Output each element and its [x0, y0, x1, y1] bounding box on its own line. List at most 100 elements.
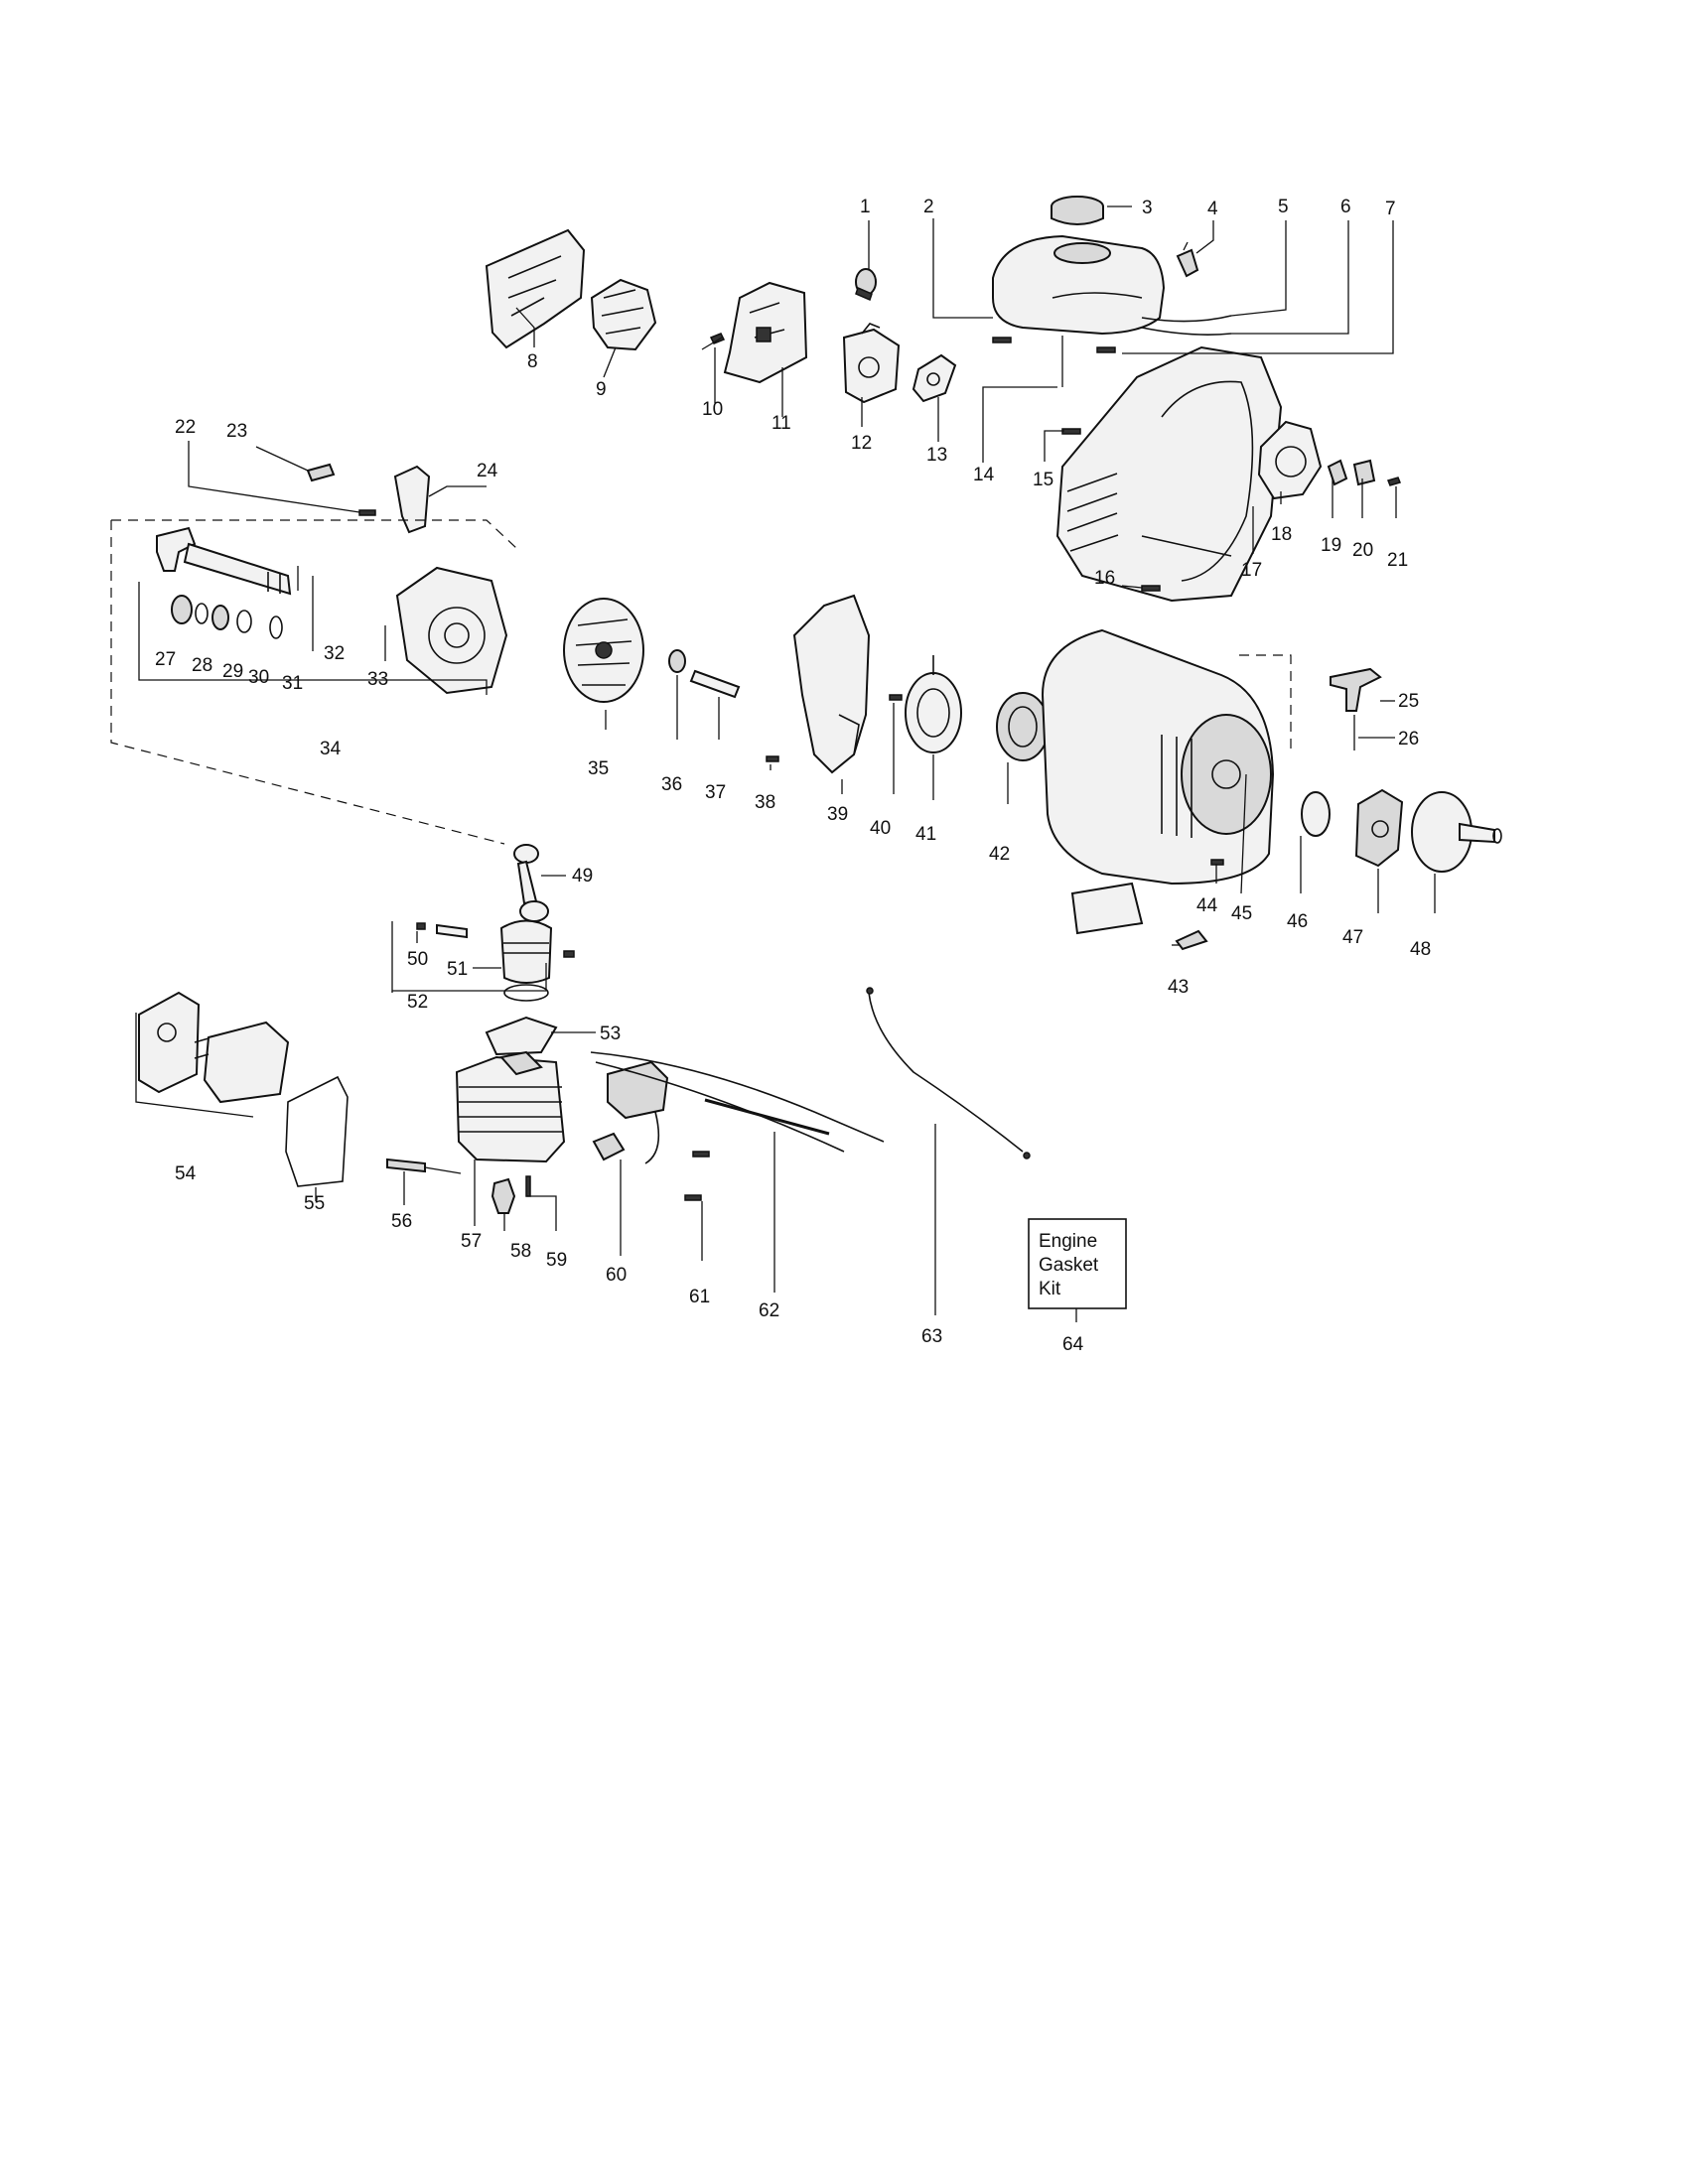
carburetor-shape — [842, 323, 901, 404]
label-part-39: 39 — [827, 804, 848, 825]
screw-shape — [992, 337, 1012, 343]
label-part-13: 13 — [926, 445, 947, 466]
crankcase-shape — [395, 566, 508, 695]
engine-housing-shape — [1055, 345, 1283, 603]
label-part-29: 29 — [222, 661, 243, 682]
label-part-5: 5 — [1278, 197, 1289, 217]
screw-shape — [766, 755, 779, 762]
label-part-46: 46 — [1287, 911, 1308, 932]
label-part-45: 45 — [1231, 903, 1252, 924]
recoil-spring-shape — [996, 692, 1050, 761]
label-part-2: 2 — [923, 197, 934, 217]
label-part-6: 6 — [1340, 197, 1351, 217]
label-part-7: 7 — [1385, 199, 1396, 219]
label-part-20: 20 — [1352, 540, 1373, 561]
screw-shape — [684, 1194, 702, 1201]
piston-ring-shape — [503, 984, 549, 1002]
housing-gasket-shape — [1257, 420, 1323, 500]
label-part-37: 37 — [705, 782, 726, 803]
label-part-57: 57 — [461, 1231, 482, 1252]
gasket-kit-line3: Kit — [1039, 1279, 1061, 1299]
shaft-pin-shape — [689, 669, 741, 699]
screw-shape — [1141, 585, 1161, 592]
filter-element-shape — [590, 278, 657, 351]
clip-shape — [563, 950, 575, 958]
label-part-8: 8 — [527, 351, 538, 372]
plate-shape — [1352, 459, 1376, 486]
label-part-51: 51 — [447, 959, 468, 980]
washer-shape — [668, 649, 686, 673]
label-part-10: 10 — [702, 399, 723, 420]
screw-shape — [701, 333, 726, 350]
label-part-34: 34 — [320, 739, 342, 759]
label-part-55: 55 — [304, 1193, 325, 1214]
gasket-kit-line2: Gasket — [1039, 1255, 1099, 1276]
clutch-drum-shape — [1411, 791, 1502, 873]
fuel-filter-shape — [1176, 241, 1199, 278]
bracket-shape — [393, 465, 431, 534]
air-box-shape — [138, 991, 290, 1104]
label-part-24: 24 — [477, 461, 498, 481]
pin-bearing-shape — [436, 923, 468, 939]
label-part-33: 33 — [367, 669, 388, 690]
cable-end-shape — [1023, 1152, 1031, 1160]
label-part-38: 38 — [755, 792, 775, 813]
wire-harness-shape — [704, 1098, 830, 1136]
label-part-36: 36 — [661, 774, 682, 795]
screw-shape — [525, 1175, 531, 1197]
label-part-53: 53 — [600, 1024, 621, 1044]
label-part-27: 27 — [155, 649, 176, 670]
label-part-52: 52 — [407, 992, 428, 1013]
label-part-9: 9 — [596, 379, 607, 400]
washer-shape — [1301, 791, 1331, 837]
label-part-23: 23 — [226, 421, 247, 442]
ignition-coil-shape — [592, 1060, 669, 1164]
label-part-43: 43 — [1168, 977, 1189, 998]
engine-gasket-kit-box: Engine Gasket Kit — [1028, 1218, 1127, 1309]
fuel-line-shape — [1141, 315, 1232, 323]
starter-pulley-shape — [905, 655, 962, 753]
label-part-18: 18 — [1271, 524, 1292, 545]
throttle-cable-shape — [868, 992, 1024, 1153]
fuel-line-shape — [1141, 327, 1232, 336]
label-part-56: 56 — [391, 1211, 412, 1232]
bearing-shape — [171, 595, 193, 624]
label-part-44: 44 — [1196, 895, 1218, 916]
label-part-17: 17 — [1241, 560, 1262, 581]
label-part-1: 1 — [860, 197, 871, 217]
part-labels: 1 2 3 4 5 6 7 8 9 10 11 12 13 14 15 16 1… — [155, 197, 1431, 1355]
label-part-25: 25 — [1398, 691, 1419, 712]
label-part-60: 60 — [606, 1265, 627, 1286]
clip-shape — [416, 922, 426, 930]
piston-shape — [499, 919, 553, 984]
airbox-gasket-shape — [285, 1075, 349, 1187]
wire-harness-shape — [595, 1061, 845, 1153]
label-part-30: 30 — [248, 667, 269, 688]
label-part-54: 54 — [175, 1163, 197, 1184]
label-part-64: 64 — [1062, 1334, 1084, 1355]
cable-end-shape — [866, 987, 874, 995]
clutch-shape — [1354, 788, 1404, 868]
label-part-26: 26 — [1398, 729, 1419, 750]
spring-shape — [386, 1158, 426, 1173]
label-part-58: 58 — [510, 1241, 531, 1262]
screw-shape — [1386, 477, 1402, 486]
label-part-35: 35 — [588, 758, 609, 779]
gasket-kit-line1: Engine — [1039, 1231, 1097, 1252]
label-part-47: 47 — [1342, 927, 1363, 948]
retainer-shape — [1175, 929, 1208, 951]
leader-lines — [110, 205, 1436, 1322]
label-part-14: 14 — [973, 465, 995, 485]
label-part-42: 42 — [989, 844, 1010, 865]
ring-shape — [195, 603, 209, 624]
air-filter-cover-shape — [485, 228, 586, 349]
label-part-15: 15 — [1033, 470, 1053, 490]
label-part-61: 61 — [689, 1287, 710, 1307]
primer-bulb-shape — [855, 268, 877, 302]
spark-plug-shape — [491, 1177, 516, 1214]
spring-rod-shape — [424, 1166, 462, 1174]
ring-shape — [269, 615, 283, 639]
carb-bracket-shape — [723, 281, 808, 384]
label-part-62: 62 — [759, 1300, 779, 1321]
clip-shape — [306, 463, 336, 482]
